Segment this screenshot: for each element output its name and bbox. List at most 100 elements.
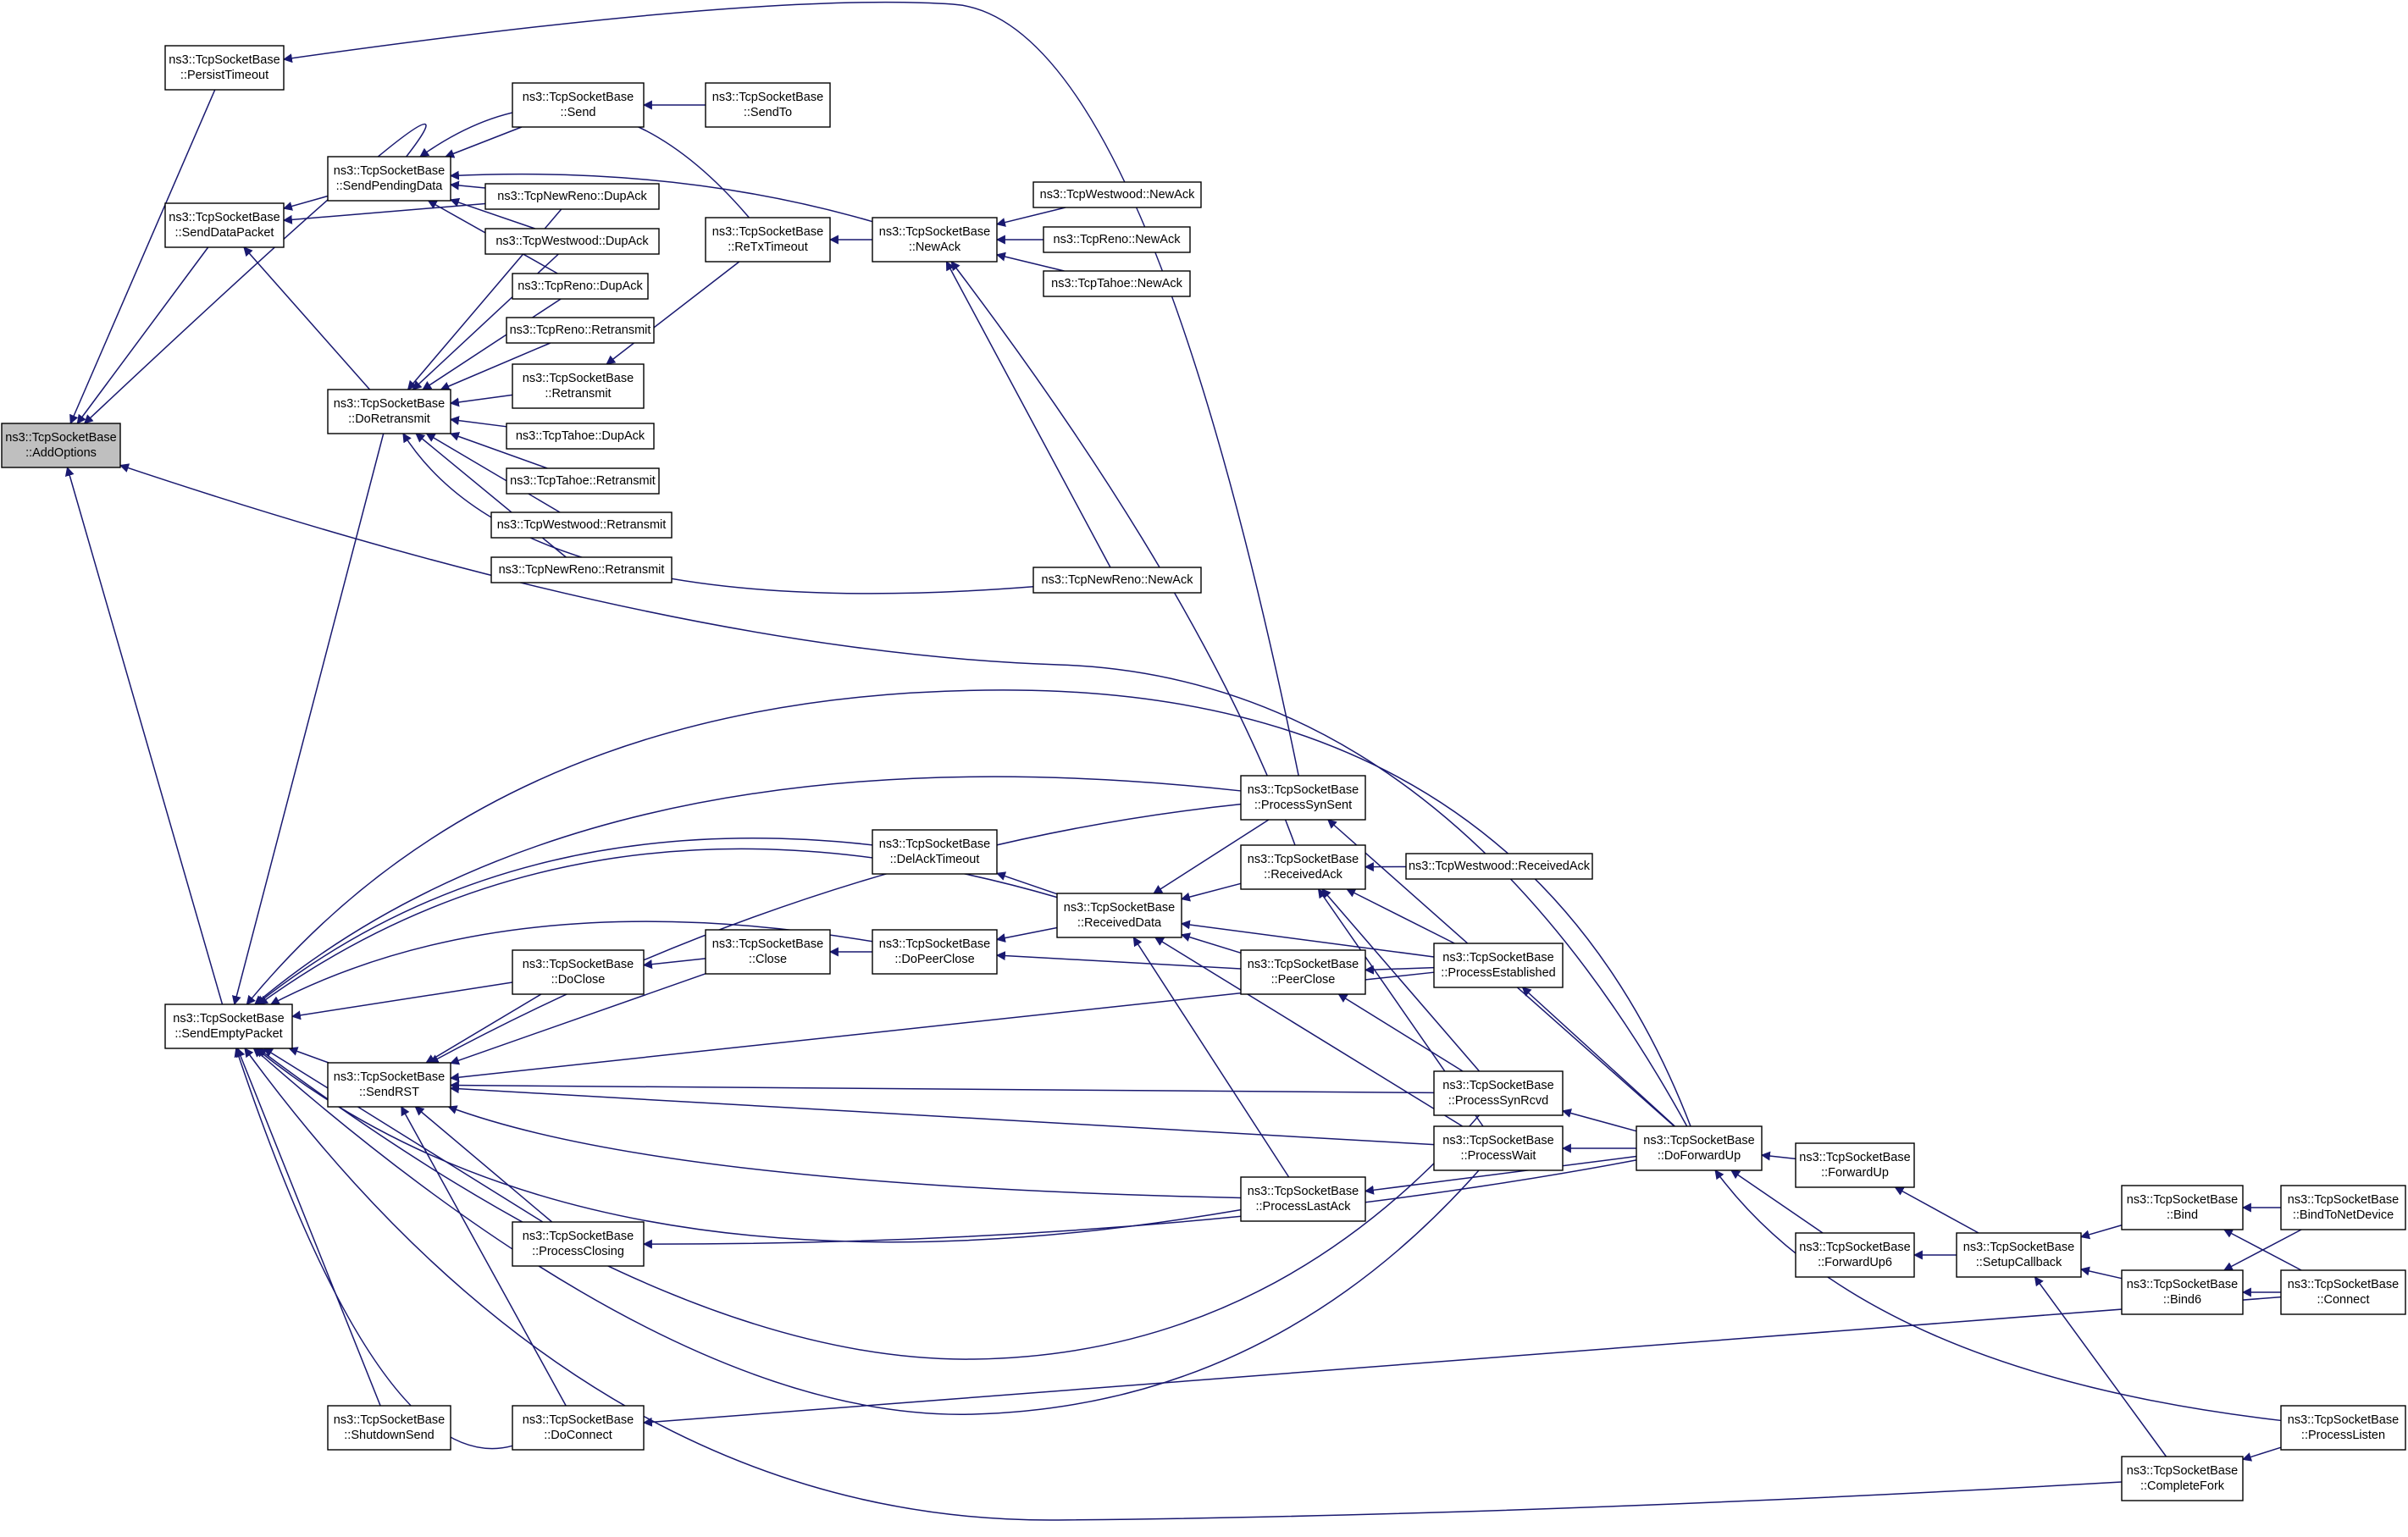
node-label-line: ::SendRST (359, 1086, 419, 1099)
node-NewRenoDupAck[interactable]: ns3::TcpNewReno::DupAck (484, 183, 660, 210)
node-label-line: ::Bind (2167, 1208, 2198, 1222)
node-TahoeRetransmit[interactable]: ns3::TcpTahoe::Retransmit (506, 467, 660, 495)
node-SendTo[interactable]: ns3::TcpSocketBase::SendTo (705, 82, 831, 128)
node-label-line: ::DoPeerClose (894, 953, 974, 966)
node-box (1405, 853, 1593, 880)
node-box (490, 556, 673, 583)
node-box (1240, 844, 1366, 890)
node-label-line: ::ProcessListen (2301, 1429, 2385, 1442)
node-label-line: ns3::TcpSocketBase (1963, 1241, 2074, 1254)
node-label-line: ns3::TcpNewReno::NewAck (1042, 573, 1194, 587)
node-AddOptions[interactable]: ns3::TcpSocketBase::AddOptions (1, 423, 121, 468)
node-DoClose[interactable]: ns3::TcpSocketBase::DoClose (512, 949, 645, 995)
node-label-line: ::AddOptions (25, 446, 97, 460)
node-Close[interactable]: ns3::TcpSocketBase::Close (705, 929, 831, 975)
node-ProcessSynRcvd[interactable]: ns3::TcpSocketBase::ProcessSynRcvd (1433, 1070, 1564, 1116)
node-SendRST[interactable]: ns3::TcpSocketBase::SendRST (327, 1062, 451, 1108)
node-Bind[interactable]: ns3::TcpSocketBase::Bind (2121, 1185, 2244, 1230)
edge-ReceivedData-calls-DelAckTimeout (995, 871, 1058, 895)
node-label-line: ::ProcessWait (1461, 1149, 1536, 1163)
node-WestwoodDupAck[interactable]: ns3::TcpWestwood::DupAck (484, 228, 660, 255)
node-DelAckTimeout[interactable]: ns3::TcpSocketBase::DelAckTimeout (872, 829, 998, 875)
node-PeerClose[interactable]: ns3::TcpSocketBase::PeerClose (1240, 949, 1366, 995)
node-label-line: ::ReTxTimeout (728, 241, 808, 254)
node-ProcessEstablished[interactable]: ns3::TcpSocketBase::ProcessEstablished (1433, 943, 1564, 988)
node-box (512, 363, 645, 409)
node-ShutdownSend[interactable]: ns3::TcpSocketBase::ShutdownSend (327, 1405, 451, 1451)
node-label-line: ns3::TcpSocketBase (2127, 1193, 2238, 1207)
node-box (1240, 1176, 1366, 1222)
node-Send[interactable]: ns3::TcpSocketBase::Send (512, 82, 645, 128)
node-label-line: ns3::TcpSocketBase (334, 397, 445, 411)
edge-ProcessClosing-calls-SendEmptyPacket (263, 1048, 544, 1223)
node-TahoeDupAck[interactable]: ns3::TcpTahoe::DupAck (506, 423, 655, 450)
node-label-line: ns3::TcpSocketBase (1442, 951, 1553, 965)
node-label-line: ::ShutdownSend (344, 1429, 434, 1442)
node-box (1056, 893, 1182, 938)
edge-ProcessLastAck-calls-ReceivedData (1132, 937, 1290, 1178)
node-ReceivedAck[interactable]: ns3::TcpSocketBase::ReceivedAck (1240, 844, 1366, 890)
node-ForwardUp6[interactable]: ns3::TcpSocketBase::ForwardUp6 (1795, 1232, 1915, 1278)
node-DoForwardUp[interactable]: ns3::TcpSocketBase::DoForwardUp (1636, 1125, 1763, 1171)
node-NewRenoRetransmit[interactable]: ns3::TcpNewReno::Retransmit (490, 556, 673, 583)
edge-Bind-calls-SetupCallback (2079, 1225, 2123, 1240)
edge-WestwoodDupAck-calls-SendPendingData (449, 197, 535, 229)
node-label-line: ns3::TcpSocketBase (879, 838, 990, 851)
edge-DoClose-calls-SendEmptyPacket (291, 981, 513, 1020)
node-DoConnect[interactable]: ns3::TcpSocketBase::DoConnect (512, 1405, 645, 1451)
node-SendEmptyPacket[interactable]: ns3::TcpSocketBase::SendEmptyPacket (164, 1003, 293, 1049)
edge-PeerClose-calls-DoPeerClose (995, 951, 1242, 970)
node-label-line: ns3::TcpSocketBase (2127, 1464, 2238, 1478)
node-label-line: ns3::TcpWestwood::DupAck (495, 235, 649, 248)
node-RenoDupAck[interactable]: ns3::TcpReno::DupAck (512, 273, 649, 300)
edge-TahoeRetransmit-calls-DoRetransmit (449, 432, 548, 469)
node-SetupCallback[interactable]: ns3::TcpSocketBase::SetupCallback (1956, 1232, 2082, 1278)
node-label-line: ::DoRetransmit (348, 412, 430, 426)
edge-PersistTimeout-calls-AddOptions (69, 89, 216, 425)
node-PersistTimeout[interactable]: ns3::TcpSocketBase::PersistTimeout (164, 45, 285, 91)
node-label-line: ns3::TcpSocketBase (1643, 1134, 1754, 1147)
node-Bind6[interactable]: ns3::TcpSocketBase::Bind6 (2121, 1269, 2244, 1315)
node-box (1433, 1070, 1564, 1116)
node-ProcessSynSent[interactable]: ns3::TcpSocketBase::ProcessSynSent (1240, 775, 1366, 821)
node-WestwoodRetransmit[interactable]: ns3::TcpWestwood::Retransmit (490, 511, 673, 539)
node-label-line: ns3::TcpSocketBase (1248, 783, 1359, 797)
node-label-line: ::ProcessSynSent (1254, 799, 1352, 812)
node-BaseRetransmit[interactable]: ns3::TcpSocketBase::Retransmit (512, 363, 645, 409)
node-CompleteFork[interactable]: ns3::TcpSocketBase::CompleteFork (2121, 1456, 2244, 1501)
node-label-line: ns3::TcpSocketBase (334, 1413, 445, 1427)
edge-ProcessSynRcvd-calls-SendEmptyPacket (257, 1048, 1480, 1360)
node-label-line: ::ForwardUp6 (1818, 1256, 1892, 1269)
node-ProcessClosing[interactable]: ns3::TcpSocketBase::ProcessClosing (512, 1221, 645, 1267)
node-NewRenoNewAck[interactable]: ns3::TcpNewReno::NewAck (1032, 567, 1202, 594)
node-box (1433, 1125, 1564, 1171)
node-ReTxTimeout[interactable]: ns3::TcpSocketBase::ReTxTimeout (705, 217, 831, 263)
edge-Close-calls-SendRST (449, 973, 706, 1065)
node-DoPeerClose[interactable]: ns3::TcpSocketBase::DoPeerClose (872, 929, 998, 975)
node-RenoRetransmit[interactable]: ns3::TcpReno::Retransmit (506, 317, 655, 344)
node-WestwoodNewAck[interactable]: ns3::TcpWestwood::NewAck (1032, 181, 1202, 208)
node-DoRetransmit[interactable]: ns3::TcpSocketBase::DoRetransmit (327, 389, 451, 434)
node-WestwoodReceivedAck[interactable]: ns3::TcpWestwood::ReceivedAck (1405, 853, 1593, 880)
node-SendPendingData[interactable]: ns3::TcpSocketBase::SendPendingData (327, 156, 451, 202)
node-label-line: ::CompleteFork (2140, 1479, 2225, 1493)
node-label-line: ::ReceivedData (1077, 916, 1162, 930)
node-RenoNewAck[interactable]: ns3::TcpReno::NewAck (1043, 226, 1191, 253)
edge-ProcessLastAck-calls-SendRST (447, 1105, 1242, 1199)
node-NewAck[interactable]: ns3::TcpSocketBase::NewAck (872, 217, 998, 263)
node-ProcessListen[interactable]: ns3::TcpSocketBase::ProcessListen (2280, 1405, 2406, 1451)
node-BindToNetDevice[interactable]: ns3::TcpSocketBase::BindToNetDevice (2280, 1185, 2406, 1230)
node-ReceivedData[interactable]: ns3::TcpSocketBase::ReceivedData (1056, 893, 1182, 938)
node-TahoeNewAck[interactable]: ns3::TcpTahoe::NewAck (1043, 270, 1191, 297)
node-box (705, 929, 831, 975)
edge-ProcessSynSent-calls-ReceivedData (1153, 819, 1270, 894)
node-ProcessLastAck[interactable]: ns3::TcpSocketBase::ProcessLastAck (1240, 1176, 1366, 1222)
node-box (512, 82, 645, 128)
node-Connect[interactable]: ns3::TcpSocketBase::Connect (2280, 1269, 2406, 1315)
edge-ProcessSynSent-calls-PersistTimeout (282, 1, 1299, 777)
node-ProcessWait[interactable]: ns3::TcpSocketBase::ProcessWait (1433, 1125, 1564, 1171)
edge-ProcessListen-calls-DoForwardUp (1714, 1169, 2282, 1422)
node-SendDataPacket[interactable]: ns3::TcpSocketBase::SendDataPacket (164, 202, 285, 248)
node-ForwardUp[interactable]: ns3::TcpSocketBase::ForwardUp (1795, 1142, 1915, 1188)
